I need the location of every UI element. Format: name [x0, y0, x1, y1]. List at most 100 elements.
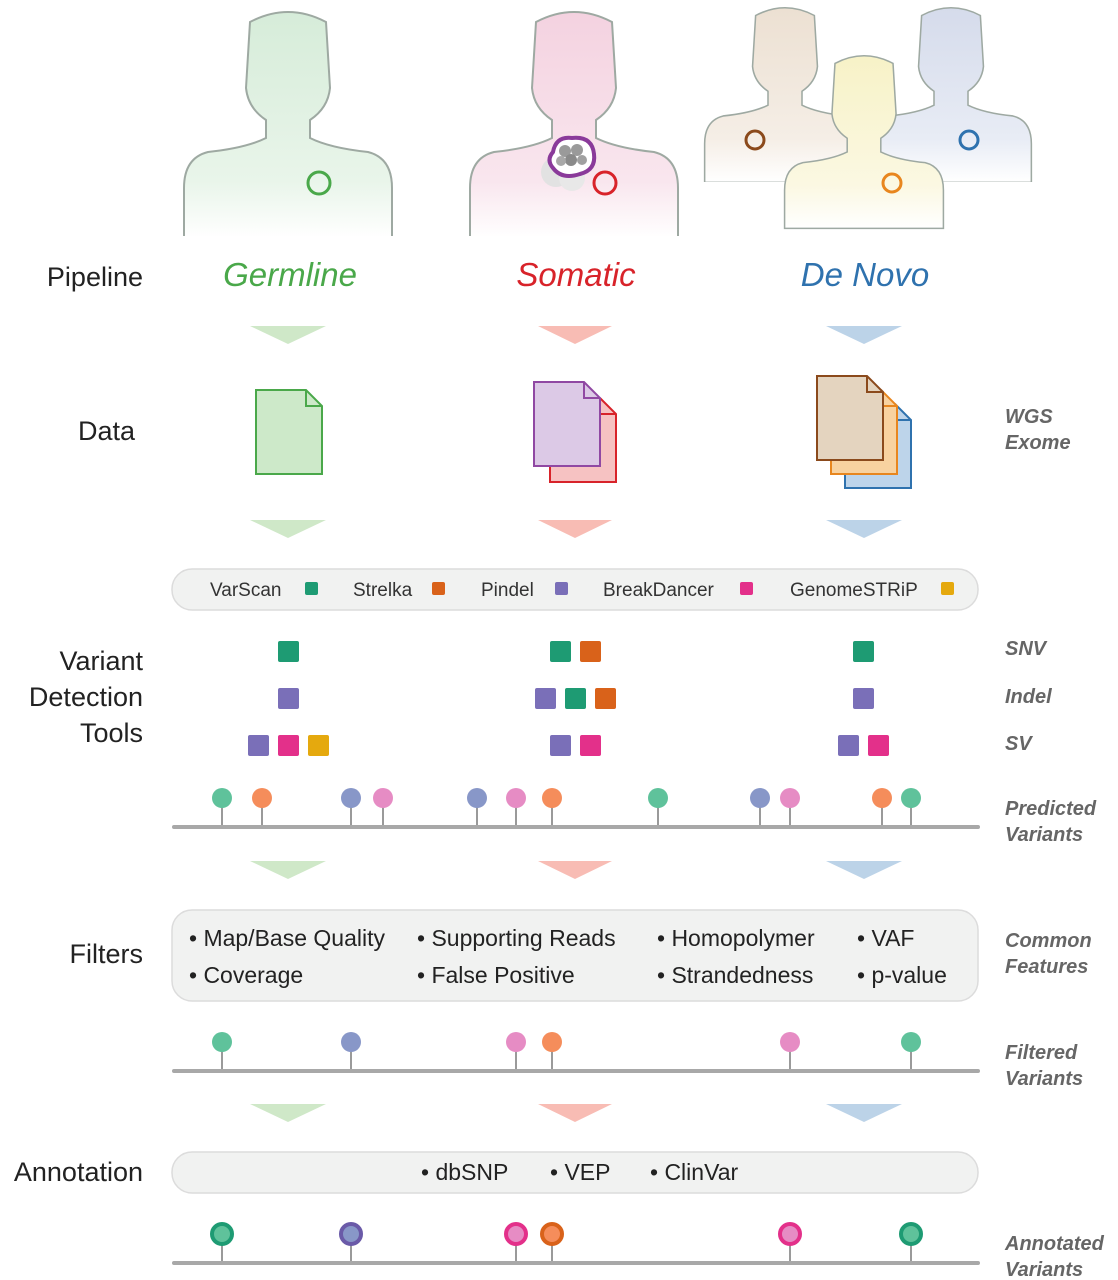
- row-label-variant-line1: Variant: [59, 646, 143, 676]
- row-label-data: Data: [78, 416, 136, 446]
- denovo-sv-pindel-icon: [838, 735, 859, 756]
- germline-sv-pindel-icon: [248, 735, 269, 756]
- tool-usage-matrix: [248, 641, 889, 756]
- germline-data-document-icon: [255, 389, 323, 475]
- predicted-variant-pin: [750, 788, 770, 808]
- flow-arrow-germline-2: [250, 520, 326, 538]
- flow-arrow-germline-4: [250, 1104, 326, 1122]
- row-label-pipeline: Pipeline: [47, 262, 143, 292]
- somatic-indel-strelka-icon: [595, 688, 616, 709]
- germline-sv-genomestrip-icon: [308, 735, 329, 756]
- predicted-variant-pin: [467, 788, 487, 808]
- denovo-indel-pindel-icon: [853, 688, 874, 709]
- annotated-variant-pin: [339, 1222, 363, 1246]
- germline-snv-varscan-icon: [278, 641, 299, 662]
- side-label-predicted: Predicted: [1005, 798, 1097, 820]
- flow-arrow-germline-3: [250, 861, 326, 879]
- breakdancer-swatch-icon: [740, 582, 753, 595]
- annotated-variant-pin: [540, 1222, 564, 1246]
- filters-box: [171, 909, 979, 1002]
- somatic-sv-breakdancer-icon: [580, 735, 601, 756]
- side-label-snv: SNV: [1005, 638, 1048, 660]
- somatic-indel-pindel-icon: [535, 688, 556, 709]
- flow-arrow-denovo-4: [826, 1104, 902, 1122]
- germline-indel-pindel-icon: [278, 688, 299, 709]
- flow-arrows: [250, 326, 902, 1122]
- predicted-variant-pin: [212, 788, 232, 808]
- somatic-variant-marker-icon: [592, 170, 618, 196]
- flow-arrow-somatic-2: [538, 520, 612, 538]
- denovo-variant-marker-icon: [881, 172, 903, 194]
- side-label-wgs: WGS: [1005, 406, 1053, 428]
- predicted-variant-pin: [542, 788, 562, 808]
- annotation-box: [171, 1151, 979, 1194]
- filter-map-base-quality: • Map/Base Quality: [189, 925, 385, 951]
- filtered-variant-pin: [341, 1032, 361, 1052]
- germline-variant-marker-icon: [306, 170, 332, 196]
- side-label-sv: SV: [1005, 733, 1033, 755]
- predicted-variant-pin: [341, 788, 361, 808]
- side-label-filtered: Filtered: [1005, 1042, 1078, 1064]
- parent-variant-marker-left-icon: [744, 129, 766, 151]
- tools-legend-box: [171, 568, 979, 611]
- somatic-sv-pindel-icon: [550, 735, 571, 756]
- flow-arrow-denovo-3: [826, 861, 902, 879]
- pindel-swatch-icon: [555, 582, 568, 595]
- predicted-variant-pin: [648, 788, 668, 808]
- predicted-variant-pin: [901, 788, 921, 808]
- predicted-track-line: [172, 825, 980, 829]
- germline-person-icon: [183, 11, 393, 236]
- germline-sv-breakdancer-icon: [278, 735, 299, 756]
- annotated-variant-pin: [504, 1222, 528, 1246]
- filtered-variant-pin: [212, 1032, 232, 1052]
- annotated-variant-pin: [210, 1222, 234, 1246]
- pipeline-title-denovo: De Novo: [801, 256, 929, 293]
- denovo-data-documents-icon: [816, 375, 912, 489]
- parent-variant-marker-right-icon: [958, 129, 980, 151]
- row-label-annotation: Annotation: [14, 1157, 143, 1187]
- somatic-snv-strelka-icon: [580, 641, 601, 662]
- side-label-features: Features: [1005, 956, 1088, 978]
- annotated-variant-pin: [899, 1222, 923, 1246]
- filtered-track-line: [172, 1069, 980, 1073]
- annotation-clinvar: • ClinVar: [650, 1159, 738, 1185]
- flow-arrow-somatic-4: [538, 1104, 612, 1122]
- flow-arrow-germline-1: [250, 326, 326, 344]
- side-label-annotated-variants: Variants: [1005, 1259, 1083, 1280]
- somatic-snv-varscan-icon: [550, 641, 571, 662]
- side-label-predicted-variants: Variants: [1005, 824, 1083, 846]
- predicted-variant-pin: [373, 788, 393, 808]
- side-label-common: Common: [1005, 930, 1092, 952]
- pipeline-title-germline: Germline: [223, 256, 357, 293]
- row-label-filters: Filters: [70, 939, 144, 969]
- filter-homopolymer: • Homopolymer: [657, 925, 815, 951]
- filter-false-positive: • False Positive: [417, 962, 575, 988]
- tool-label-strelka: Strelka: [353, 580, 413, 601]
- predicted-variant-pin: [780, 788, 800, 808]
- tool-label-breakdancer: BreakDancer: [603, 580, 715, 601]
- flow-arrow-denovo-2: [826, 520, 902, 538]
- annotated-track-line: [172, 1261, 980, 1265]
- row-label-variant-line3: Tools: [80, 718, 143, 748]
- annotation-vep: • VEP: [550, 1159, 610, 1185]
- side-label-indel: Indel: [1005, 686, 1052, 708]
- denovo-snv-varscan-icon: [853, 641, 874, 662]
- filtered-variant-pin: [780, 1032, 800, 1052]
- pipeline-title-somatic: Somatic: [516, 256, 636, 293]
- row-label-variant-line2: Detection: [29, 682, 143, 712]
- strelka-swatch-icon: [432, 582, 445, 595]
- filtered-variant-pin: [901, 1032, 921, 1052]
- filtered-variant-pin: [506, 1032, 526, 1052]
- filter-vaf: • VAF: [857, 925, 914, 951]
- filter-p-value: • p-value: [857, 962, 947, 988]
- predicted-variant-pin: [506, 788, 526, 808]
- annotated-variant-pin: [778, 1222, 802, 1246]
- filtered-variant-pin: [542, 1032, 562, 1052]
- flow-arrow-denovo-1: [826, 326, 902, 344]
- somatic-person-icon: [469, 11, 679, 236]
- predicted-variant-pin: [252, 788, 272, 808]
- filter-coverage: • Coverage: [189, 962, 303, 988]
- predicted-variant-pin: [872, 788, 892, 808]
- genomestrip-swatch-icon: [941, 582, 954, 595]
